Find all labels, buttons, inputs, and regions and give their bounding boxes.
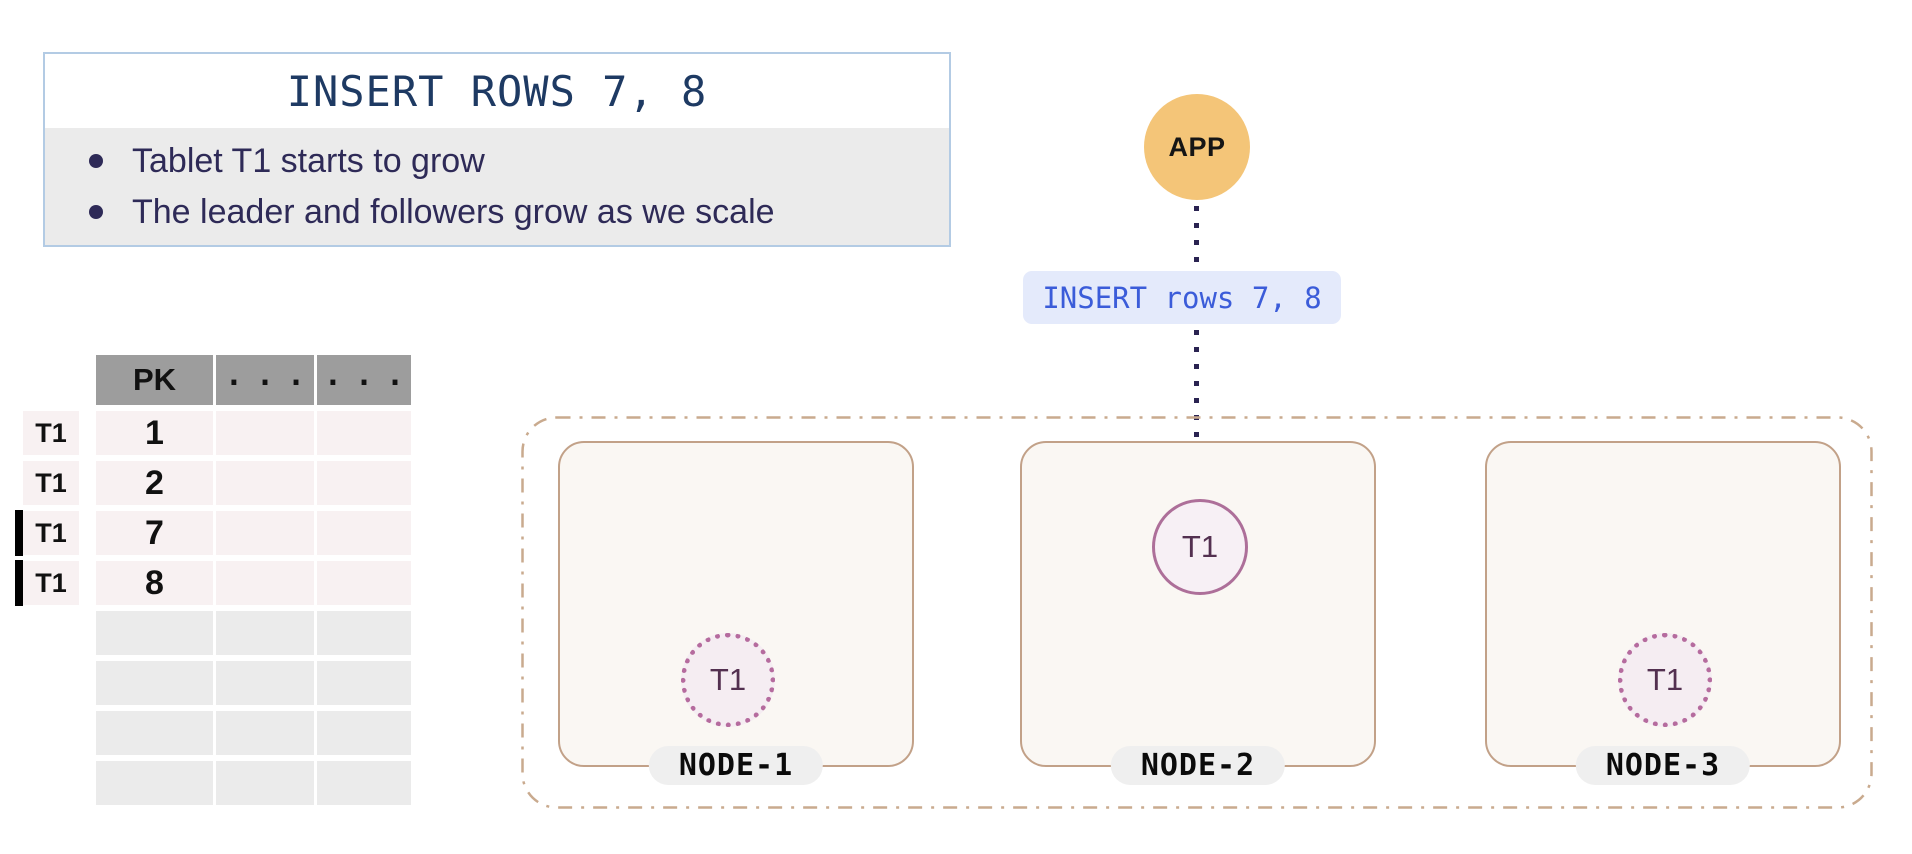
node-label: NODE-2: [1110, 746, 1286, 785]
node-label: NODE-3: [1575, 746, 1751, 785]
table-header-cell: PK: [96, 355, 213, 405]
app-circle: APP: [1144, 94, 1250, 200]
table-cell-empty: [96, 711, 213, 755]
table-cell: [216, 511, 314, 555]
pk-table: PK ... ... 1 2 7 8: [96, 355, 411, 805]
tablet-badge: T1: [15, 510, 79, 556]
info-box-bullets: Tablet T1 starts to grow The leader and …: [45, 128, 949, 245]
table-cell-empty: [317, 661, 411, 705]
bullet-dot-icon: [89, 154, 103, 168]
tablet-circle-follower: T1: [681, 633, 775, 727]
table-cell-empty: [216, 711, 314, 755]
bullet-text: The leader and followers grow as we scal…: [132, 193, 775, 231]
table-cell: [317, 411, 411, 455]
node-box-node-3: T1 NODE-3: [1485, 441, 1841, 785]
query-flow-line: [1194, 330, 1199, 468]
info-box: INSERT ROWS 7, 8 Tablet T1 starts to gro…: [43, 52, 951, 247]
table-cell-pk: 2: [96, 461, 213, 505]
table-cell: [317, 511, 411, 555]
table-cell-pk: 8: [96, 561, 213, 605]
node-box-node-2: T1 NODE-2: [1020, 441, 1376, 785]
table-cell: [216, 561, 314, 605]
query-label: INSERT rows 7, 8: [1023, 271, 1341, 324]
table-cell-pk: 1: [96, 411, 213, 455]
table-cell-empty: [317, 611, 411, 655]
bullet-text: Tablet T1 starts to grow: [132, 142, 485, 180]
tablet-badge: T1: [23, 461, 79, 505]
tablet-badge: T1: [15, 560, 79, 606]
table-cell-empty: [216, 761, 314, 805]
table-cell-empty: [96, 611, 213, 655]
table-cell: [317, 561, 411, 605]
new-row-marker: [15, 560, 23, 606]
tablet-circle-follower: T1: [1618, 633, 1712, 727]
table-header-cell: ...: [216, 355, 314, 405]
table-cell: [216, 411, 314, 455]
table-cell-empty: [96, 661, 213, 705]
bullet-dot-icon: [89, 205, 103, 219]
tablet-circle-leader: T1: [1152, 499, 1248, 595]
query-flow-line: [1194, 206, 1199, 266]
node-label: NODE-1: [648, 746, 824, 785]
cluster-container: [521, 416, 1873, 809]
tablet-badge: T1: [23, 411, 79, 455]
table-cell: [216, 461, 314, 505]
info-box-title: INSERT ROWS 7, 8: [286, 66, 708, 116]
table-header-cell: ...: [317, 355, 411, 405]
table-cell-empty: [317, 711, 411, 755]
tablet-badge-column: T1 T1 T1 T1: [15, 411, 79, 606]
table-cell-empty: [317, 761, 411, 805]
bullet-item: Tablet T1 starts to grow: [89, 144, 949, 178]
bullet-item: The leader and followers grow as we scal…: [89, 195, 949, 229]
table-cell: [317, 461, 411, 505]
table-cell-pk: 7: [96, 511, 213, 555]
node-box-node-1: T1 NODE-1: [558, 441, 914, 785]
table-cell-empty: [96, 761, 213, 805]
new-row-marker: [15, 510, 23, 556]
table-cell-empty: [216, 611, 314, 655]
table-cell-empty: [216, 661, 314, 705]
